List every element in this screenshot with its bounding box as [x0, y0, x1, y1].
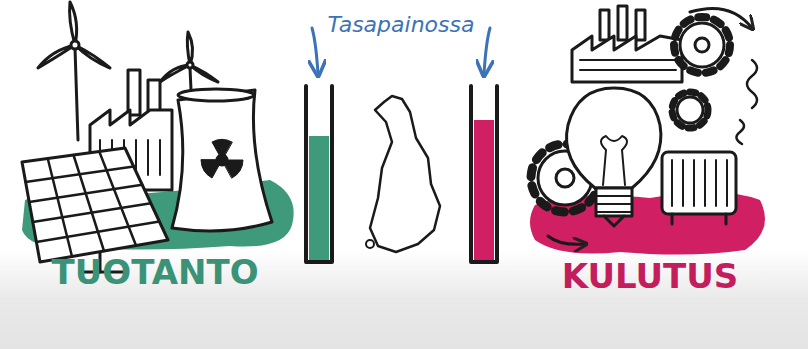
production-label: TUOTANTO	[51, 252, 258, 292]
cycle-arrow	[690, 8, 752, 28]
cycle-arrow	[548, 236, 585, 244]
light-bulb	[567, 88, 661, 226]
balance-label: Tasapainossa	[328, 12, 475, 37]
consumption-bar	[471, 86, 497, 262]
finland-map	[366, 96, 440, 252]
production-bar	[306, 86, 332, 262]
pointer-arrow	[312, 28, 318, 74]
radiator	[662, 152, 736, 224]
nuclear-plant	[172, 89, 272, 231]
factory	[572, 6, 682, 82]
consumption-label: KULUTUS	[562, 256, 739, 296]
pointer-arrow	[484, 28, 490, 74]
squiggle	[736, 120, 744, 144]
squiggle	[747, 60, 757, 108]
